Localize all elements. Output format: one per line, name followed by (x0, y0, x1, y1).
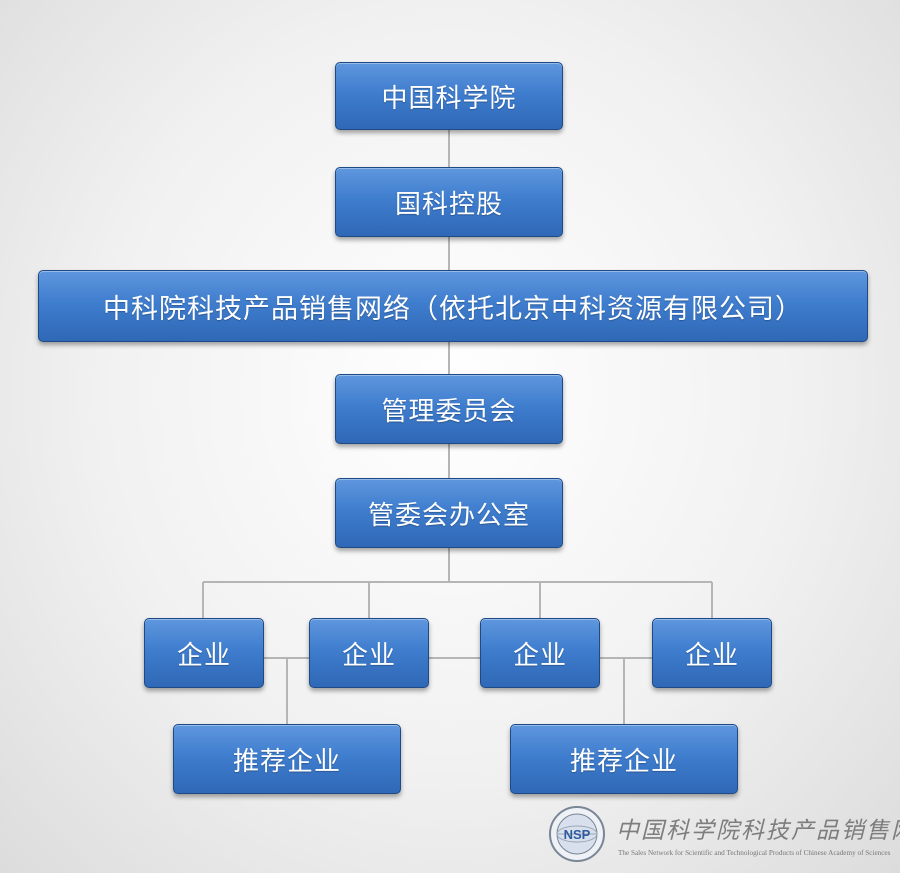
nsp-seal-icon: NSP (549, 806, 605, 862)
logo-chinese-name: 中国科学院科技产品销售网络 (616, 818, 900, 844)
node-recommended-enterprise: 推荐企业 (510, 724, 738, 794)
nsp-logo: NSP 中国科学院科技产品销售网络 The Sales Network for … (548, 805, 900, 867)
nsp-seal-text: NSP (564, 827, 591, 842)
logo-english-name: The Sales Network for Scientific and Tec… (618, 849, 891, 857)
node-sales-network: 中科院科技产品销售网络（依托北京中科资源有限公司） (38, 270, 868, 342)
node-chinese-academy-of-sciences: 中国科学院 (335, 62, 563, 130)
node-enterprise: 企业 (652, 618, 772, 688)
node-enterprise: 企业 (309, 618, 429, 688)
node-management-committee: 管理委员会 (335, 374, 563, 444)
node-committee-office: 管委会办公室 (335, 478, 563, 548)
node-enterprise: 企业 (480, 618, 600, 688)
node-enterprise: 企业 (144, 618, 264, 688)
node-recommended-enterprise: 推荐企业 (173, 724, 401, 794)
node-holding-company: 国科控股 (335, 167, 563, 237)
